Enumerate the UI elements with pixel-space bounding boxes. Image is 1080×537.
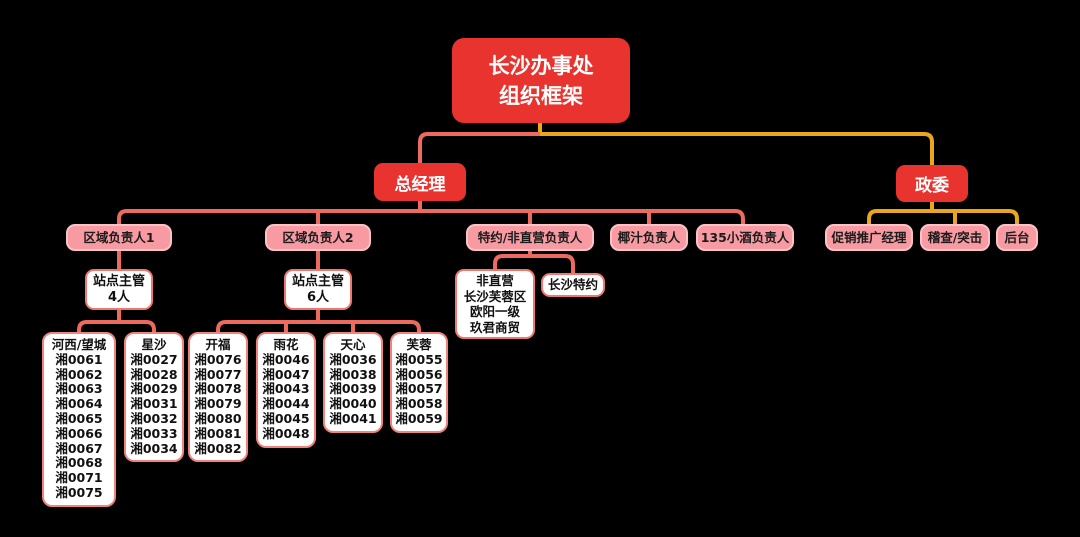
station-code: 湘0062 [55,366,103,382]
connector-gm-rail [117,209,745,227]
node-root-title: 长沙办事处 组织框架 [452,38,630,123]
station-code: 湘0077 [194,366,242,382]
station-code: 湘0061 [55,351,103,367]
node-special-nondirect-lead: 特约/非直营负责人 [466,224,594,251]
station-title: 开福 [205,337,231,352]
station-code: 湘0031 [130,396,178,412]
station-code: 湘0080 [194,410,242,426]
station-code: 湘0041 [329,410,377,426]
station-code: 湘0058 [395,396,443,412]
station-code: 湘0082 [194,440,242,456]
station-code: 湘0043 [262,381,310,397]
station-title: 星沙 [141,337,167,352]
station-code: 湘0032 [130,410,178,426]
station-code: 湘0065 [55,410,103,426]
station-code: 湘0068 [55,455,103,471]
node-supervisor4: 站点主管 4人 [85,269,153,310]
station-code: 湘0046 [262,351,310,367]
node-general-manager: 总经理 [374,163,466,201]
station-code: 湘0036 [329,351,377,367]
node-back-office: 后台 [996,224,1038,251]
station-code: 湘0038 [329,366,377,382]
station-code: 湘0059 [395,410,443,426]
station-code: 湘0076 [194,351,242,367]
station-title: 河西/望城 [51,337,107,352]
node-liquor135-lead: 135小酒负责人 [696,224,794,251]
station-code: 湘0055 [395,351,443,367]
node-inspection: 稽查/突击 [920,224,990,251]
station-code: 湘0066 [55,425,103,441]
connector-root-to-gm [418,132,540,166]
station-code: 湘0067 [55,440,103,456]
connector-sup6-rail [216,320,421,335]
node-supervisor6: 站点主管 6人 [284,269,352,310]
station-code: 湘0064 [55,396,103,412]
station-code: 湘0056 [395,366,443,382]
node-region1: 区域负责人1 [66,224,172,251]
station-code: 湘0044 [262,396,310,412]
station-code: 湘0027 [130,351,178,367]
station-code: 湘0078 [194,381,242,397]
station-code: 湘0063 [55,381,103,397]
station-title: 芙蓉 [406,337,432,352]
node-coconut-lead: 椰汁负责人 [610,224,688,251]
connector-commissar-rail [867,209,1019,227]
station-code: 湘0028 [130,366,178,382]
station-code: 湘0039 [329,381,377,397]
station-code: 湘0034 [130,440,178,456]
connector-special-rail [493,254,575,276]
station-code: 湘0040 [329,396,377,412]
station-title: 天心 [340,337,366,352]
station-code: 湘0045 [262,410,310,426]
station-code: 湘0075 [55,484,103,500]
station-code: 湘0029 [130,381,178,397]
node-non-direct-detail: 非直营 长沙芙蓉区 欧阳一级 玖君商贸 [455,269,535,339]
station-code: 湘0081 [194,425,242,441]
node-commissar: 政委 [896,165,968,202]
node-changsha-special: 长沙特约 [541,273,605,297]
station-code: 湘0079 [194,396,242,412]
node-promo-manager: 促销推广经理 [825,224,913,251]
station-code: 湘0048 [262,425,310,441]
salmon-branch [77,132,745,335]
station-code: 湘0071 [55,470,103,486]
station-code: 湘0033 [130,425,178,441]
connector-sup4-rail [77,320,156,335]
connector-root-to-commissar [538,121,934,167]
station-code: 湘0057 [395,381,443,397]
station-title: 雨花 [273,337,299,352]
node-region2: 区域负责人2 [265,224,371,251]
station-code: 湘0047 [262,366,310,382]
